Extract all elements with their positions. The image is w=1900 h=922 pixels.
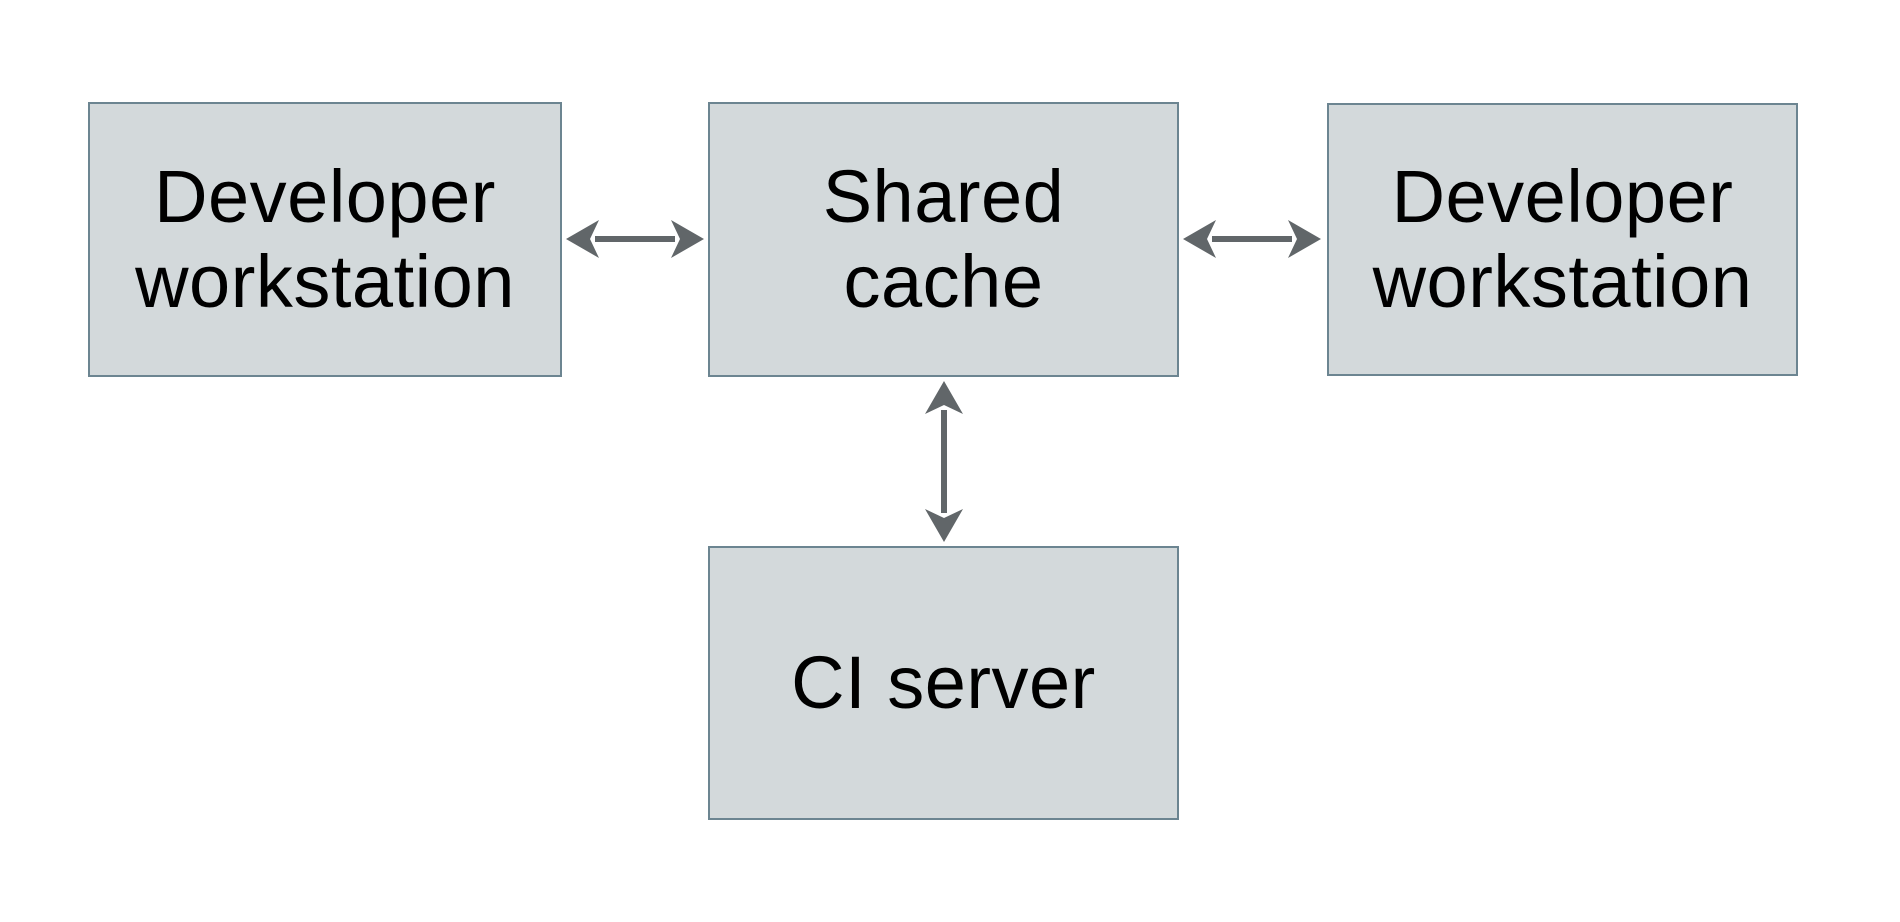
edge-shared-cache-ci-server	[925, 381, 963, 542]
node-label: Developer workstation	[1372, 155, 1753, 323]
node-label: CI server	[791, 640, 1096, 724]
node-shared-cache: Shared cache	[708, 102, 1179, 377]
edge-dev-left-shared-cache	[566, 220, 704, 258]
edge-shared-cache-dev-right	[1183, 220, 1321, 258]
node-label: Developer workstation	[135, 155, 515, 323]
node-ci-server: CI server	[708, 546, 1179, 820]
node-developer-workstation-left: Developer workstation	[88, 102, 562, 377]
node-developer-workstation-right: Developer workstation	[1327, 103, 1798, 376]
node-label: Shared cache	[822, 155, 1065, 323]
